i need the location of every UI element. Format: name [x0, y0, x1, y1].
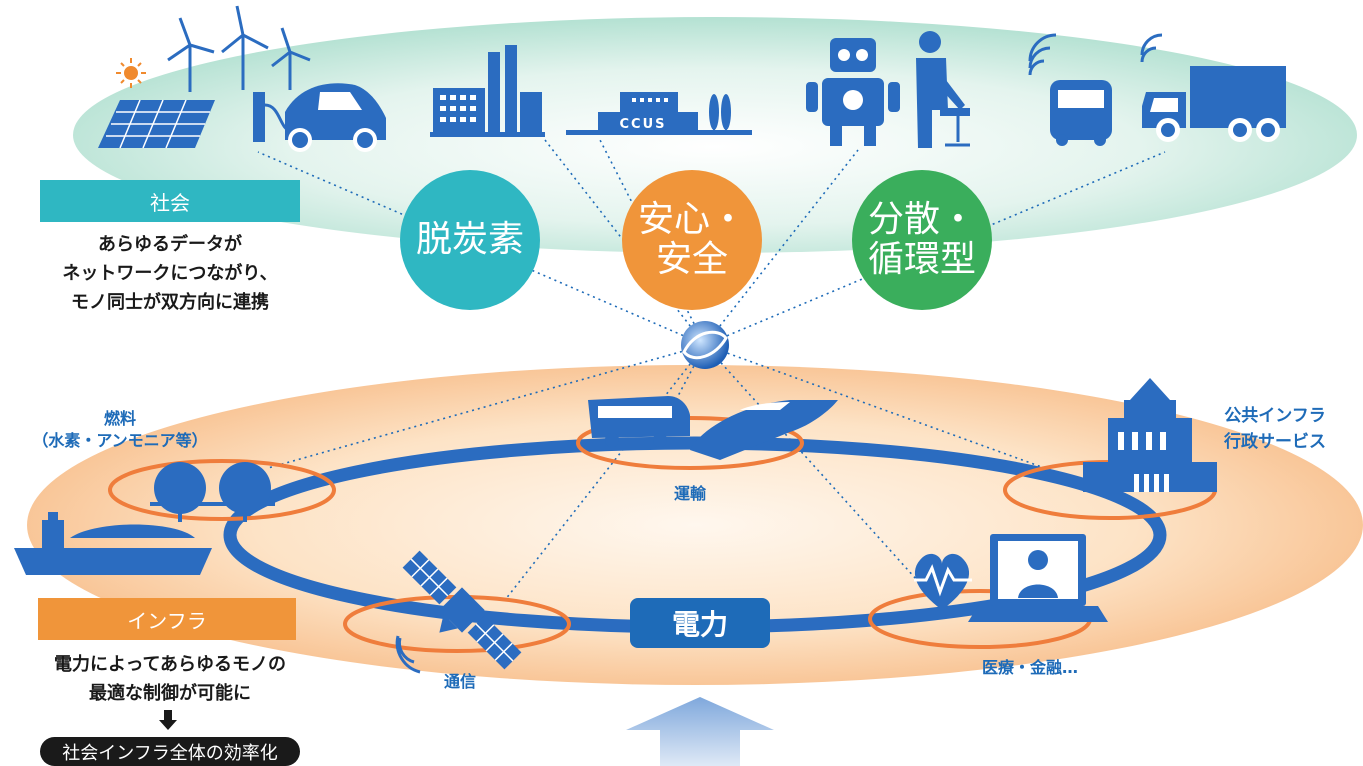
ccus-label: CCUS [620, 117, 667, 132]
heart-pulse-icon [914, 553, 972, 610]
infra-desc-line: 最適な制御が可能に [89, 683, 251, 704]
signal-icon [395, 635, 421, 674]
society-desc-line: ネットワークにつながり、 [62, 263, 278, 284]
up-arrow [626, 697, 774, 766]
fuel-tank-icon [150, 462, 275, 522]
safety-label-line1: 安心・ [637, 199, 746, 240]
ev-car-icon [253, 83, 386, 152]
delivery-robot-icon [1028, 33, 1112, 146]
safety-label-line2: 安全 [655, 239, 728, 280]
decarbon-circle: 脱炭素 [400, 170, 540, 310]
fuel-ring [108, 459, 336, 521]
ship-icon [14, 512, 212, 575]
society-desc-line: あらゆるデータが [98, 234, 242, 255]
wind-turbine-icon [167, 5, 311, 92]
public-label: 公共インフラ 行政サービス [1200, 403, 1350, 455]
infra-desc-line: 電力によってあらゆるモノの [53, 654, 287, 675]
transport-label: 運輸 [673, 484, 706, 503]
seated-person-icon [916, 31, 970, 148]
infra-tag: インフラ [38, 598, 296, 640]
globe-icon [681, 321, 729, 369]
decarbon-label: 脱炭素 [415, 219, 524, 260]
power-label: 電力 [671, 608, 728, 641]
circular-label-line2: 循環型 [867, 239, 976, 280]
truck-icon [1140, 33, 1286, 142]
circular-label-line1: 分散・ [867, 199, 976, 240]
bus-icon [588, 396, 690, 447]
circular-circle: 分散・ 循環型 [852, 170, 992, 310]
public-label-line2: 行政サービス [1224, 432, 1326, 452]
safety-circle: 安心・ 安全 [622, 170, 762, 310]
society-tag: 社会 [40, 180, 300, 222]
fuel-label: 燃料 （水素・アンモニア等） [0, 408, 240, 452]
fuel-label-line1: 燃料 [103, 409, 136, 428]
society-desc: あらゆるデータが ネットワークにつながり、 モノ同士が双方向に連携 [10, 230, 330, 317]
comm-label: 通信 [443, 672, 476, 691]
sun-icon [116, 58, 146, 88]
satellite-icon [402, 550, 522, 670]
robot-icon [806, 38, 900, 146]
train-icon [690, 400, 838, 460]
public-label-line1: 公共インフラ [1224, 406, 1326, 426]
wifi-icon [1028, 33, 1057, 76]
infra-result-badge: 社会インフラ全体の効率化 [40, 737, 300, 766]
factory-icon [430, 45, 545, 137]
ccus-plant-icon [566, 92, 752, 135]
power-box [630, 598, 770, 648]
society-desc-line: モノ同士が双方向に連携 [71, 292, 269, 313]
fuel-label-line2: （水素・アンモニア等） [32, 431, 208, 450]
solar-panel-icon [98, 99, 215, 149]
down-arrow-icon [156, 708, 180, 732]
medical-label: 医療・金融… [981, 658, 1078, 677]
laptop-doctor-icon [968, 534, 1108, 622]
infra-desc: 電力によってあらゆるモノの 最適な制御が可能に [5, 650, 335, 708]
government-building-icon [1083, 378, 1217, 492]
